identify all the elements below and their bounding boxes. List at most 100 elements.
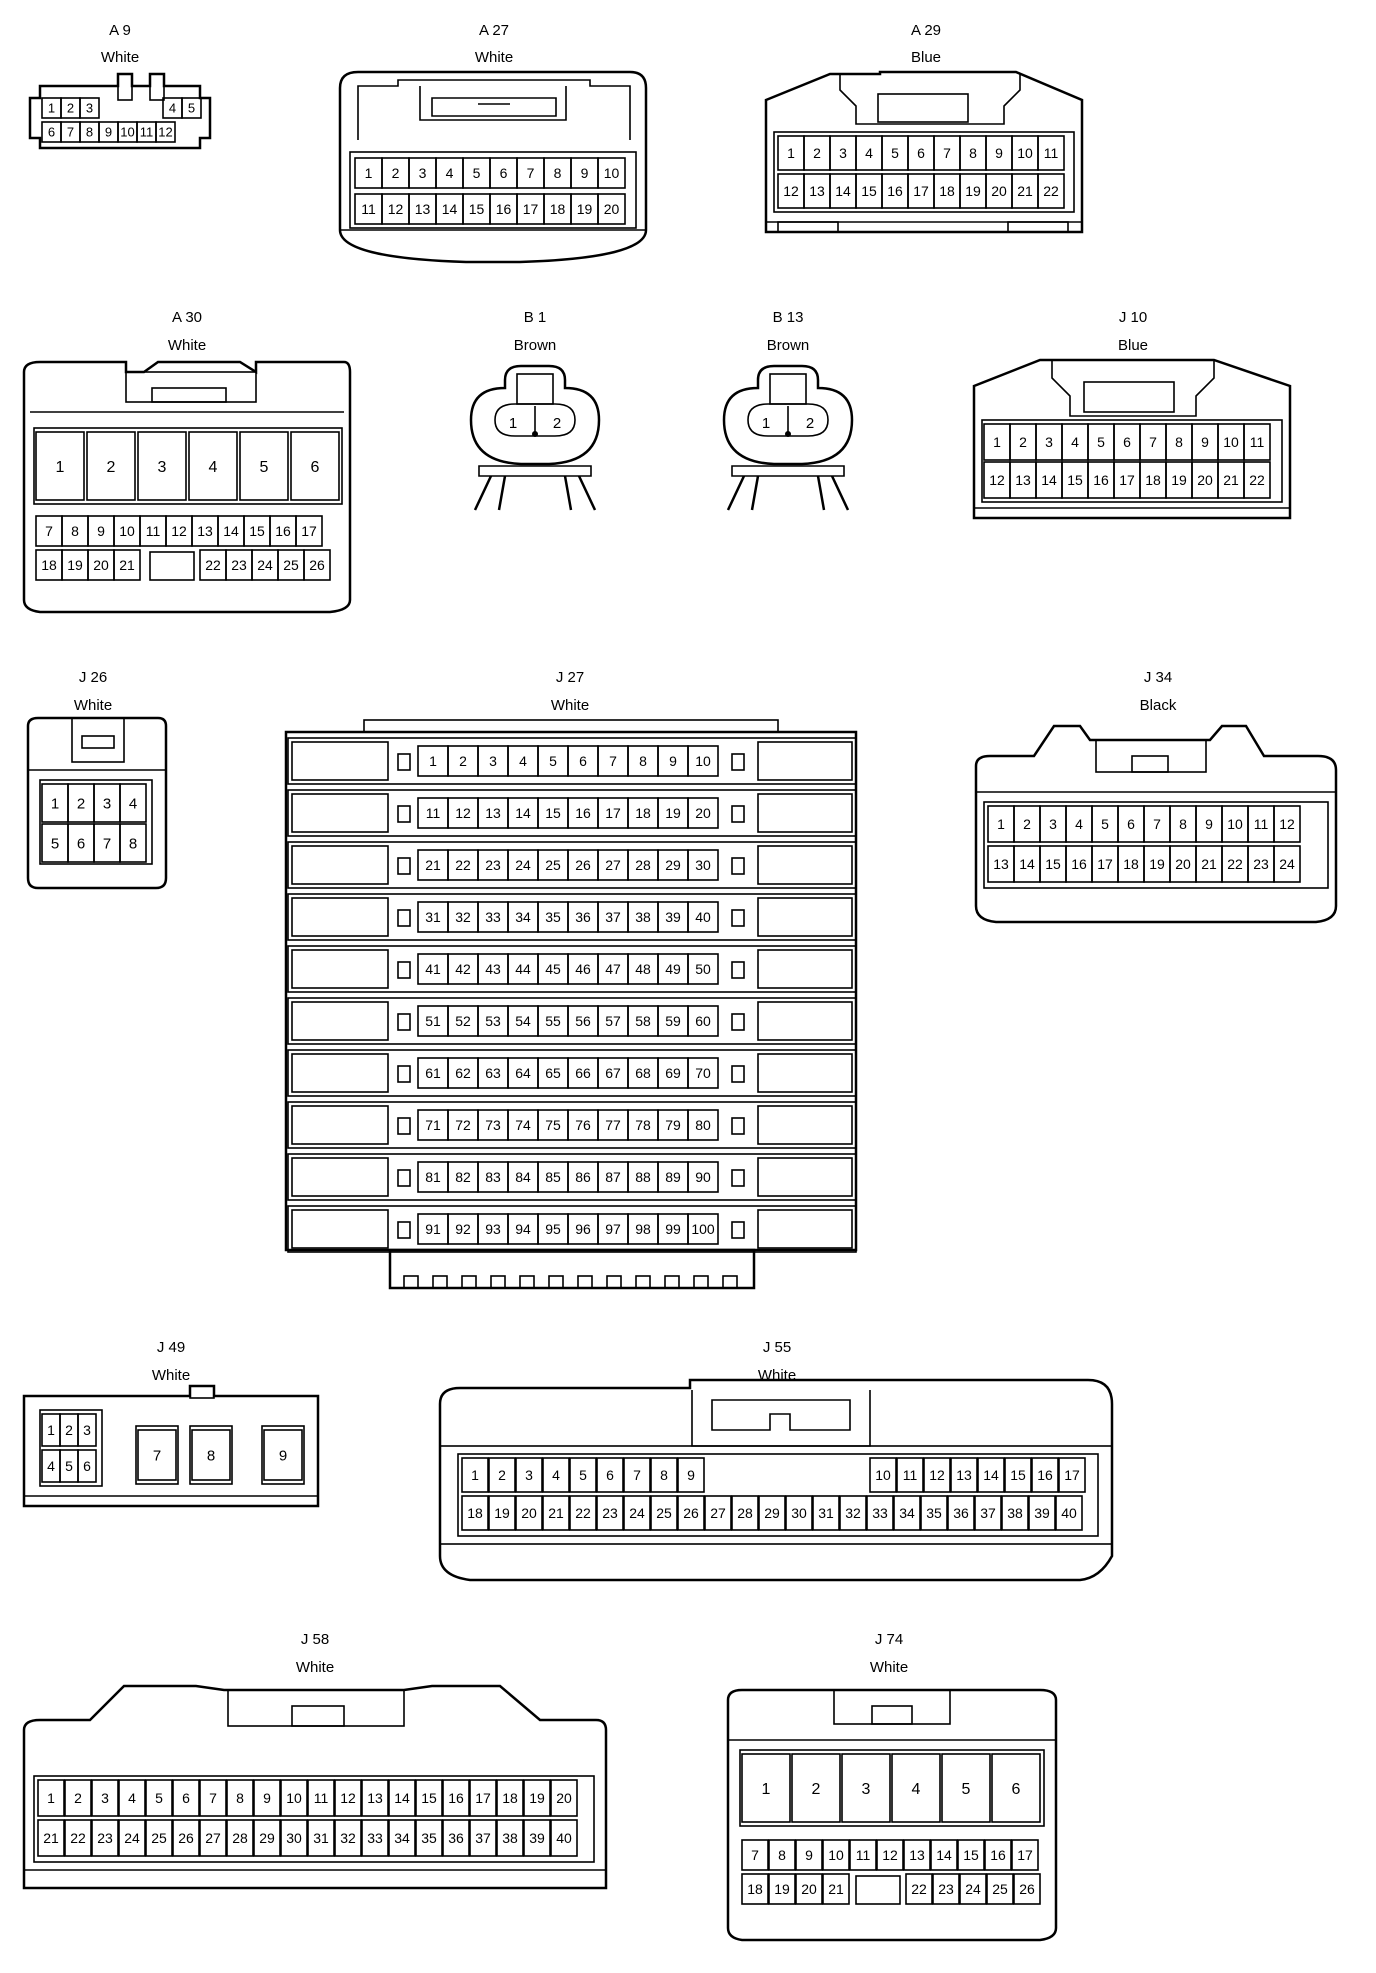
pin-number: 1 [56,459,65,476]
connector-outline [726,1688,1058,1942]
pin-number: 12 [783,183,799,199]
pin-cavity [226,1779,254,1817]
pin-number: 6 [83,1458,91,1474]
pin-number: 39 [665,909,681,925]
pin-cavity [687,1109,719,1141]
connector-outline [1051,360,1215,417]
pin-cavity [687,1213,719,1245]
connector-outline [388,1248,756,1290]
pin-number: 18 [502,1790,518,1806]
pin-cavity [866,1495,894,1531]
pin-number: 7 [751,1847,759,1863]
pin-number: 4 [1075,816,1083,832]
pin-number: 15 [861,183,877,199]
pin-number: 7 [153,1447,161,1464]
pin-number: 96 [575,1221,591,1237]
connector-outline [478,465,592,477]
pin-cavity [496,1779,524,1817]
connector-outline [291,1105,389,1145]
pin-cavity [307,1819,335,1857]
pin-number: 87 [605,1169,621,1185]
pin-number: 21 [1223,472,1239,488]
connector-color-a29: Blue [910,49,942,66]
pin-number: 7 [527,165,535,181]
latch-tooth [403,1275,419,1289]
pin-number: 8 [236,1790,244,1806]
connector-outline [397,857,411,875]
pin-cavity [113,549,141,581]
pin-cavity [974,1495,1002,1531]
pin-number: 22 [455,857,471,873]
pin-cavity [1243,461,1271,499]
pin-number: 22 [911,1881,927,1897]
pin-number: 21 [1017,183,1033,199]
pin-number: 9 [805,1847,813,1863]
connector-outline [71,717,125,763]
pin-number: 41 [425,961,441,977]
pin-cavity [542,1495,570,1531]
pin-cavity [569,1457,597,1493]
connector-outline [291,1001,389,1041]
pin-number: 1 [471,1467,479,1483]
connector-id-j10: J 10 [1118,309,1148,326]
pin-cavity [822,1839,850,1871]
pin-number: 9 [687,1467,695,1483]
pin-cavity [930,1839,958,1871]
pin-number: 14 [394,1790,410,1806]
pin-number: 13 [367,1790,383,1806]
pin-cavity [119,783,147,823]
pin-number: 17 [301,523,317,539]
pin-cavity [442,1779,470,1817]
connector-outline [731,1117,745,1135]
pin-number: 36 [448,1830,464,1846]
connector-outline [731,857,745,875]
pin-number: 9 [105,125,112,140]
pin-number: 23 [938,1881,954,1897]
connector-outline [287,1101,857,1149]
pin-cavity [795,1839,823,1871]
pin-number: 8 [660,1467,668,1483]
connector-outline [397,1221,411,1239]
pin-cavity [791,1753,841,1823]
pin-number: 79 [665,1117,681,1133]
pin-number: 10 [120,125,134,140]
connector-outline [349,151,637,229]
pin-number: 25 [151,1830,167,1846]
connector-outline [397,753,411,771]
pin-number: 30 [695,857,711,873]
pin-number: 16 [448,1790,464,1806]
pin-number: 10 [119,523,135,539]
pin-cavity [876,1839,904,1871]
pin-number: 45 [545,961,561,977]
pin-number: 2 [74,1790,82,1806]
pin-number: 11 [314,1790,329,1806]
pin-cavity [64,1819,92,1857]
pin-number: 20 [556,1790,572,1806]
pin-cavity [442,1819,470,1857]
pin-number: 60 [695,1013,711,1029]
connector-outline [287,1205,857,1253]
pin-cavity [137,431,187,501]
connector-outline [855,1875,901,1905]
pin-number: 48 [635,961,651,977]
pin-number: 77 [605,1117,621,1133]
pin-number: 12 [340,1790,356,1806]
pin-number: 18 [635,805,651,821]
pin-number: 23 [231,557,247,573]
pin-number: 4 [865,145,873,161]
pin-cavity [388,1779,416,1817]
pin-cavity [35,431,85,501]
pin-number: 78 [635,1117,651,1133]
pin-cavity [79,97,100,119]
pin-number: 1 [509,415,517,432]
pin-number: 23 [485,857,501,873]
pin-number: 39 [1034,1505,1050,1521]
connector-outline [287,1153,857,1201]
latch-tooth [693,1275,709,1289]
pin-number: 89 [665,1169,681,1185]
pin-cavity [905,1873,933,1905]
pin-cavity [597,193,626,225]
pin-cavity [947,1495,975,1531]
pin-number: 18 [747,1881,763,1897]
pin-number: 18 [41,557,57,573]
